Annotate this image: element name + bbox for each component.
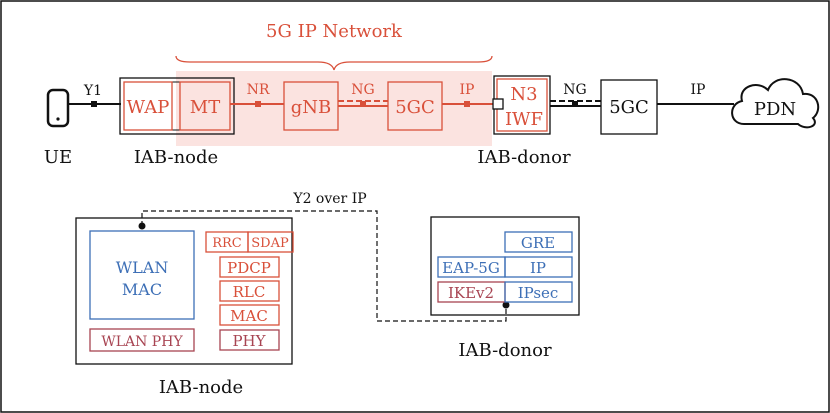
n3iwf-port — [492, 98, 504, 110]
n3iwf-label-line2: IWF — [505, 109, 543, 130]
ip-link-1-dot — [464, 101, 470, 107]
ipsec-box — [504, 281, 573, 303]
wlan-mac-label-line2: MAC — [122, 280, 162, 299]
core-1-label: 5GC — [395, 97, 435, 118]
ng-link-2-dot — [572, 101, 578, 107]
core-1-box — [387, 81, 443, 131]
donor-stack-caption: IAB-donor — [458, 340, 552, 361]
gre-label: GRE — [521, 234, 555, 252]
wlan-mac-box — [89, 230, 195, 320]
nr-link-dot — [255, 101, 261, 107]
ipsec-label: IPsec — [518, 284, 559, 302]
n3iwf-label-line1: N3 — [510, 84, 537, 105]
ng-label-1: NG — [351, 82, 374, 98]
y2-link-donor-end — [502, 301, 510, 309]
node-stack-box — [75, 217, 293, 365]
y2-link-label: Y2 over IP — [292, 191, 366, 207]
rlc-label: RLC — [233, 283, 266, 301]
ip-label-2: IP — [691, 82, 706, 98]
phy-box — [219, 329, 280, 351]
ng-link-1-dot — [360, 101, 366, 107]
ue-label: UE — [44, 147, 72, 168]
iab-node-box-outer — [119, 77, 235, 135]
mac-box — [219, 304, 280, 326]
core-2-box — [600, 79, 658, 135]
iab-node-label: IAB-node — [134, 147, 218, 168]
wlan-phy-label: WLAN PHY — [101, 334, 183, 350]
ip-label: IP — [530, 259, 546, 277]
y1-label: Y1 — [83, 83, 102, 99]
node-stack-caption: IAB-node — [159, 377, 243, 398]
rrc-label: RRC — [212, 236, 242, 251]
gnb-label: gNB — [291, 97, 332, 118]
network-brace — [175, 55, 493, 71]
mt-box — [179, 81, 231, 131]
mac-label: MAC — [230, 307, 268, 325]
eap5g-label: EAP-5G — [442, 259, 500, 277]
wap-label: WAP — [127, 97, 170, 118]
rlc-box — [219, 280, 280, 302]
ip-box — [504, 256, 573, 278]
nr-label: NR — [247, 82, 270, 98]
phy-label: PHY — [232, 332, 266, 350]
cloud-icon — [731, 78, 820, 129]
donor-stack-box — [430, 216, 580, 316]
pdcp-box — [219, 256, 280, 278]
sdap-box — [247, 231, 294, 253]
iab-donor-label: IAB-donor — [477, 147, 571, 168]
ip-label-1: IP — [460, 82, 475, 98]
ng-label-2: NG — [563, 82, 586, 98]
phone-icon — [46, 88, 70, 128]
wlan-mac-label-line1: WLAN — [116, 258, 169, 277]
sdap-label: SDAP — [251, 236, 289, 251]
gre-box — [504, 231, 573, 253]
core-2-label: 5GC — [609, 97, 649, 118]
y1-link-dot — [91, 101, 97, 107]
pdcp-label: PDCP — [227, 259, 271, 277]
mt-label: MT — [190, 97, 220, 118]
wlan-phy-box — [89, 328, 195, 352]
y2-link-node-end — [138, 222, 146, 230]
wap-box — [123, 81, 173, 131]
network-title: 5G IP Network — [266, 21, 403, 42]
ikev2-label: IKEv2 — [448, 284, 494, 302]
pdn-label: PDN — [754, 99, 796, 120]
y2-link — [141, 210, 507, 322]
